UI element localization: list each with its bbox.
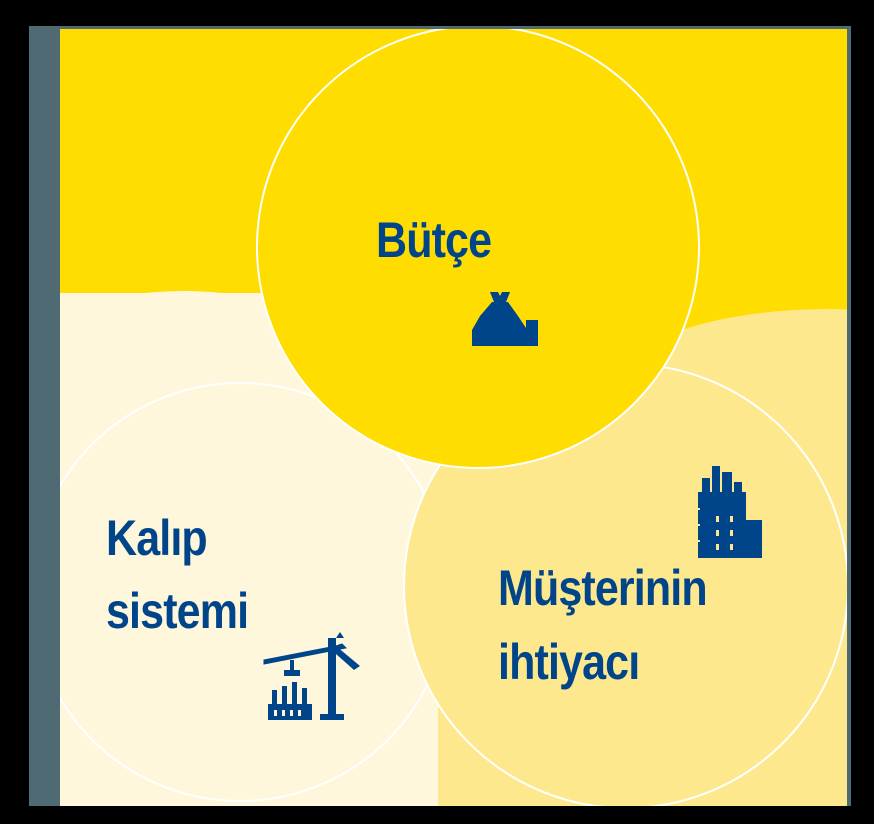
formwork-circle bbox=[60, 382, 450, 802]
budget-circle bbox=[256, 29, 700, 469]
formwork-label-line2: sistemi bbox=[106, 583, 249, 639]
money-bag-icon bbox=[472, 292, 538, 346]
building-icon bbox=[698, 466, 762, 558]
formwork-label-line1: Kalıp bbox=[106, 510, 208, 566]
diagram-frame bbox=[29, 26, 851, 806]
budget-label: Bütçe bbox=[376, 212, 492, 268]
customer-label-line1: Müşterinin bbox=[498, 560, 708, 616]
diagram-canvas bbox=[60, 29, 847, 806]
crane-icon bbox=[263, 632, 360, 720]
customer-label-line2: ihtiyacı bbox=[498, 634, 640, 690]
